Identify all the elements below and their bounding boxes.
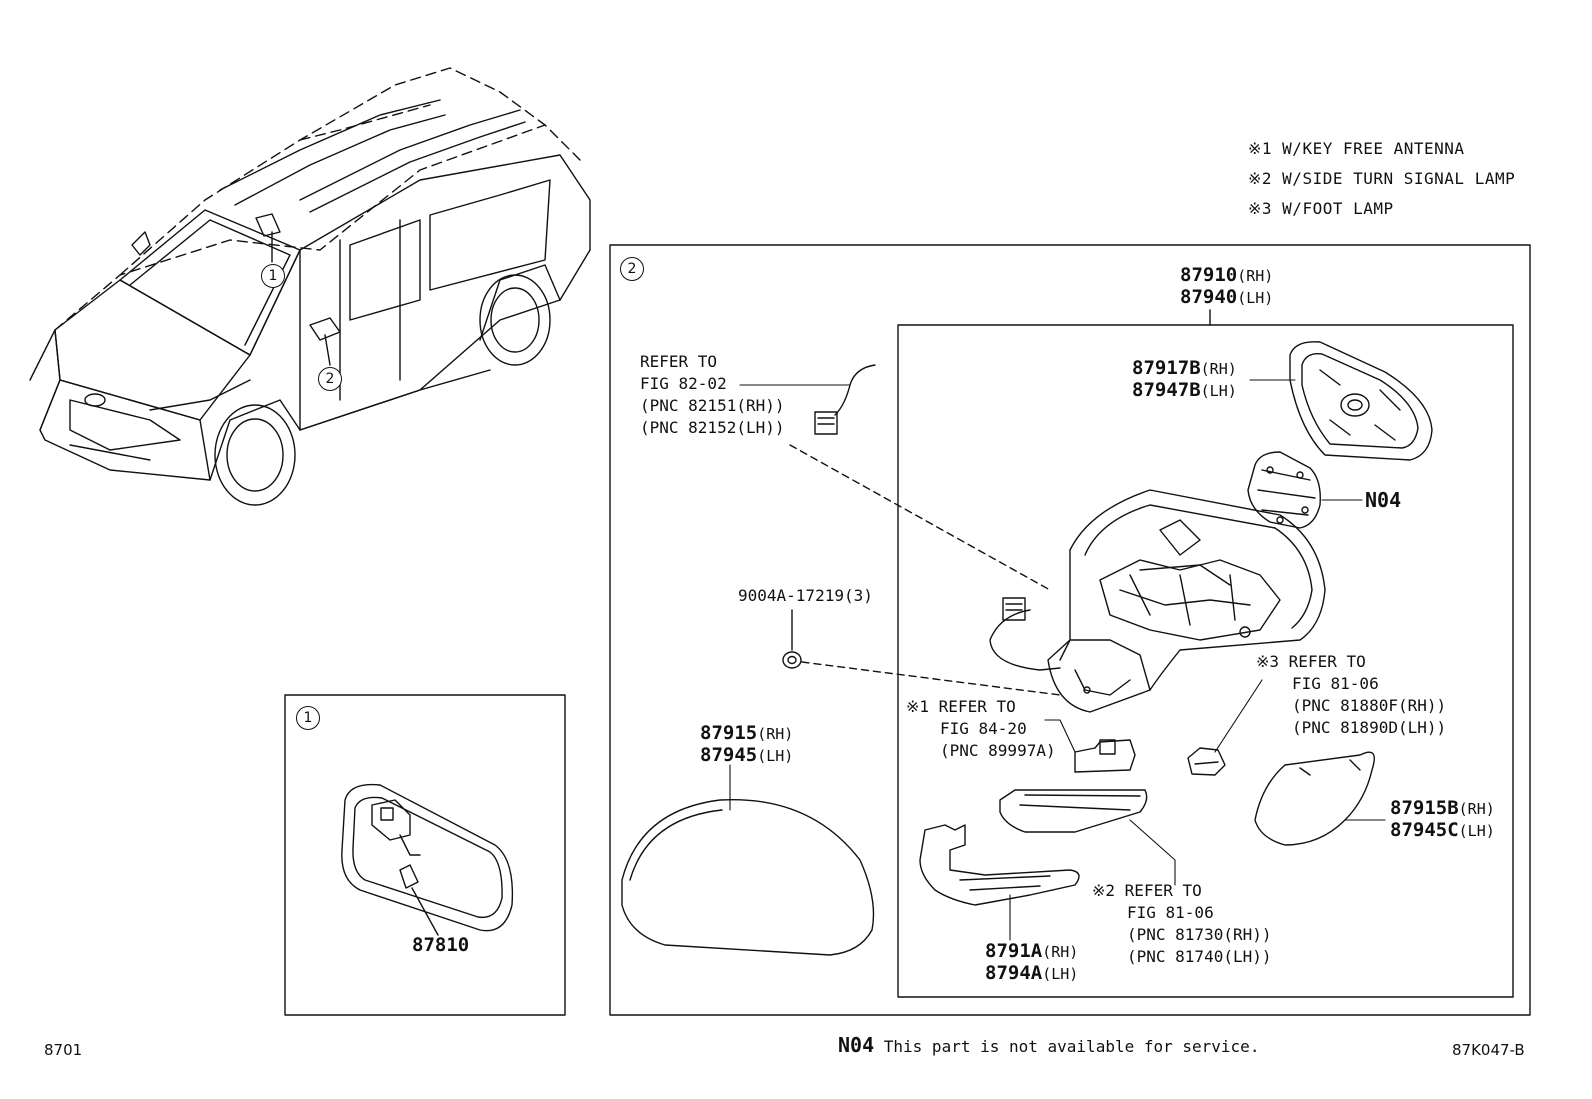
ref-84-line1: ※1 REFER TO: [906, 697, 1016, 716]
ref-8106a-line2: FIG 81-06: [1292, 674, 1379, 693]
part-87945c: 87945C(LH): [1390, 819, 1495, 841]
callout-2-vehicle: 2: [318, 367, 342, 391]
part-87910: 87910(RH): [1180, 264, 1274, 286]
callout-2-box: 2: [620, 257, 644, 281]
legend-note-3: ※3 W/FOOT LAMP: [1248, 199, 1394, 218]
part-8794a: 8794A(LH): [985, 962, 1079, 984]
legend-note-2: ※2 W/SIDE TURN SIGNAL LAMP: [1248, 169, 1516, 188]
footer-n04-label: N04: [838, 1033, 875, 1057]
footer-n04-text: This part is not available for service.: [883, 1037, 1260, 1056]
box-1-frame: [284, 694, 566, 1016]
footer-n04-note: N04 This part is not available for servi…: [838, 1035, 1259, 1057]
mirror-cover-87915: [621, 764, 875, 956]
part-87915b: 87915B(RH): [1390, 797, 1495, 819]
footer-right-code: 87K047-B: [1452, 1041, 1525, 1059]
callout-1-vehicle: 1: [261, 264, 285, 288]
ref-82-line4: (PNC 82152(LH)): [640, 418, 785, 437]
part-87915: 87915(RH): [700, 722, 794, 744]
bracket-8791a: [919, 824, 1080, 941]
ref-8106b-line1: ※2 REFER TO: [1092, 881, 1202, 900]
part-87945: 87945(LH): [700, 744, 794, 766]
ref-82-line1: REFER TO: [640, 352, 718, 371]
legend-note-1: ※1 W/KEY FREE ANTENNA: [1248, 139, 1465, 158]
part-87940: 87940(LH): [1180, 286, 1274, 308]
inner-rear-view-mirror: [341, 783, 514, 936]
vehicle-illustration: [29, 67, 591, 506]
mirror-holder: [1249, 341, 1433, 461]
ref-8106a-line1: ※3 REFER TO: [1256, 652, 1366, 671]
part-87917b: 87917B(RH): [1132, 357, 1237, 379]
ref-8106b-line2: FIG 81-06: [1127, 903, 1214, 922]
part-9004a-17219: 9004A-17219(3): [738, 586, 873, 605]
ref-82-line3: (PNC 82151(RH)): [640, 396, 785, 415]
lower-cover-87915b: [1254, 751, 1386, 846]
mirror-assembly-frame: [897, 324, 1514, 998]
mirror-cable: [739, 364, 876, 435]
key-free-antenna: [1044, 719, 1136, 773]
ref-8106a-line4: (PNC 81890D(LH)): [1292, 718, 1447, 737]
mirror-body: [989, 489, 1326, 713]
part-87810: 87810: [412, 934, 470, 956]
mirror-motor-n04: [1247, 451, 1363, 529]
part-8791a: 8791A(RH): [985, 940, 1079, 962]
bolt-9004a: [782, 609, 802, 669]
box-2-frame: [609, 244, 1531, 1016]
footer-left-code: 8701: [44, 1041, 83, 1059]
part-87947b: 87947B(LH): [1132, 379, 1237, 401]
callout-1-box: 1: [296, 706, 320, 730]
ref-82-line2: FIG 82-02: [640, 374, 727, 393]
ref-8106b-line4: (PNC 81740(LH)): [1127, 947, 1272, 966]
part-n04: N04: [1365, 488, 1402, 512]
ref-84-line3: (PNC 89997A): [940, 741, 1056, 760]
foot-lamp: [1187, 679, 1263, 776]
side-turn-signal-lamp: [999, 789, 1176, 886]
ref-84-line2: FIG 84-20: [940, 719, 1027, 738]
ref-8106b-line3: (PNC 81730(RH)): [1127, 925, 1272, 944]
ref-8106a-line3: (PNC 81880F(RH)): [1292, 696, 1447, 715]
